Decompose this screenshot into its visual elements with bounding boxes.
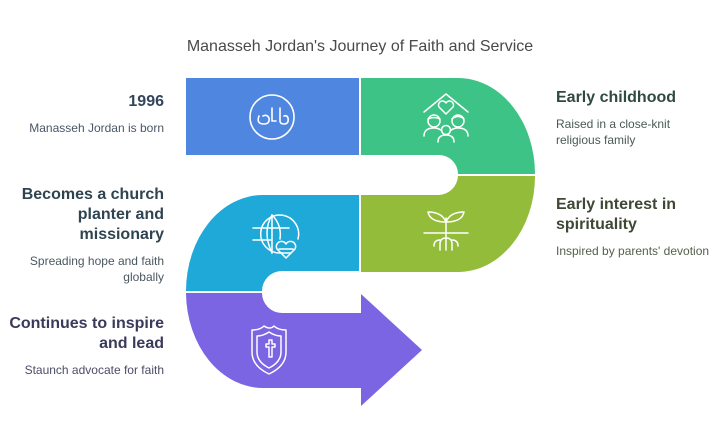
shield-cross-icon: [251, 325, 287, 375]
step-heading: Early interest in spirituality: [556, 196, 677, 233]
globe-heart-icon: [252, 214, 300, 259]
halal-circle-icon: [249, 94, 295, 140]
step-description: Raised in a close-knit religious family: [556, 117, 671, 147]
step-description: Spreading hope and faith globally: [29, 254, 164, 284]
sprout-roots-icon: [423, 211, 469, 251]
step-continues-to-inspire: Continues to inspire and lead Staunch ad…: [0, 314, 164, 378]
step-early-interest: Early interest in spirituality Inspired …: [556, 195, 716, 259]
diagram-title: Manasseh Jordan's Journey of Faith and S…: [186, 38, 534, 55]
step-early-childhood: Early childhood Raised in a close-knit r…: [556, 88, 716, 148]
segment-continues-to-inspire: [186, 293, 422, 406]
step-description: Inspired by parents' devotion: [556, 244, 710, 258]
family-house-heart-icon: [423, 93, 469, 143]
step-heading: Becomes a church planter and missionary: [21, 186, 164, 243]
step-heading: Continues to inspire and lead: [9, 315, 164, 352]
step-description: Manasseh Jordan is born: [29, 121, 164, 135]
segment-early-interest: [361, 176, 535, 272]
step-description: Staunch advocate for faith: [24, 363, 164, 377]
step-heading: 1996: [128, 93, 164, 110]
step-heading: Early childhood: [556, 89, 677, 106]
step-1996: 1996 Manasseh Jordan is born: [0, 92, 164, 136]
step-church-planter: Becomes a church planter and missionary …: [0, 185, 164, 285]
